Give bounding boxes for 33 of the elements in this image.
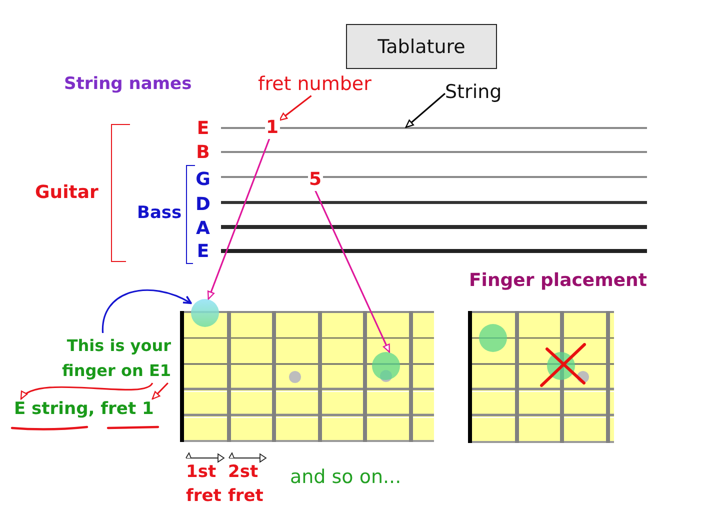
string-line bbox=[221, 176, 647, 178]
arrow bbox=[314, 190, 390, 353]
curved-arrow bbox=[102, 289, 192, 334]
finger-dot bbox=[191, 299, 219, 327]
heading: String names bbox=[64, 74, 192, 94]
title-box: Tablature bbox=[346, 24, 497, 69]
string-name: B bbox=[195, 142, 211, 164]
fret-number: 5 bbox=[308, 169, 323, 191]
arrow bbox=[152, 382, 168, 400]
string-line bbox=[221, 127, 647, 129]
string-line bbox=[221, 200, 647, 204]
fret-label: 2st fret bbox=[228, 461, 264, 508]
annotation: String bbox=[445, 81, 502, 104]
arrow bbox=[207, 138, 270, 300]
string-name: D bbox=[194, 194, 212, 216]
group-label: Bass bbox=[137, 203, 182, 224]
string-name: E bbox=[196, 118, 210, 140]
fret-number: 1 bbox=[265, 117, 280, 139]
leader-arrow bbox=[278, 95, 312, 121]
fretboard-drawing bbox=[180, 311, 434, 442]
annotation: fret number bbox=[258, 73, 372, 96]
note: and so on... bbox=[290, 466, 402, 489]
fret-label: 1st fret bbox=[186, 461, 222, 508]
annotation: E string, fret 1 bbox=[14, 399, 154, 420]
heading: Finger placement bbox=[469, 270, 647, 292]
string-name: E bbox=[196, 240, 210, 262]
annotation: This is your finger on E1 bbox=[47, 333, 171, 383]
string-name: G bbox=[194, 168, 212, 190]
group-label: Guitar bbox=[35, 182, 98, 204]
curved-arrow bbox=[20, 382, 153, 400]
string-line bbox=[221, 151, 647, 153]
leader-arrow bbox=[405, 92, 446, 128]
string-name: A bbox=[195, 218, 211, 240]
